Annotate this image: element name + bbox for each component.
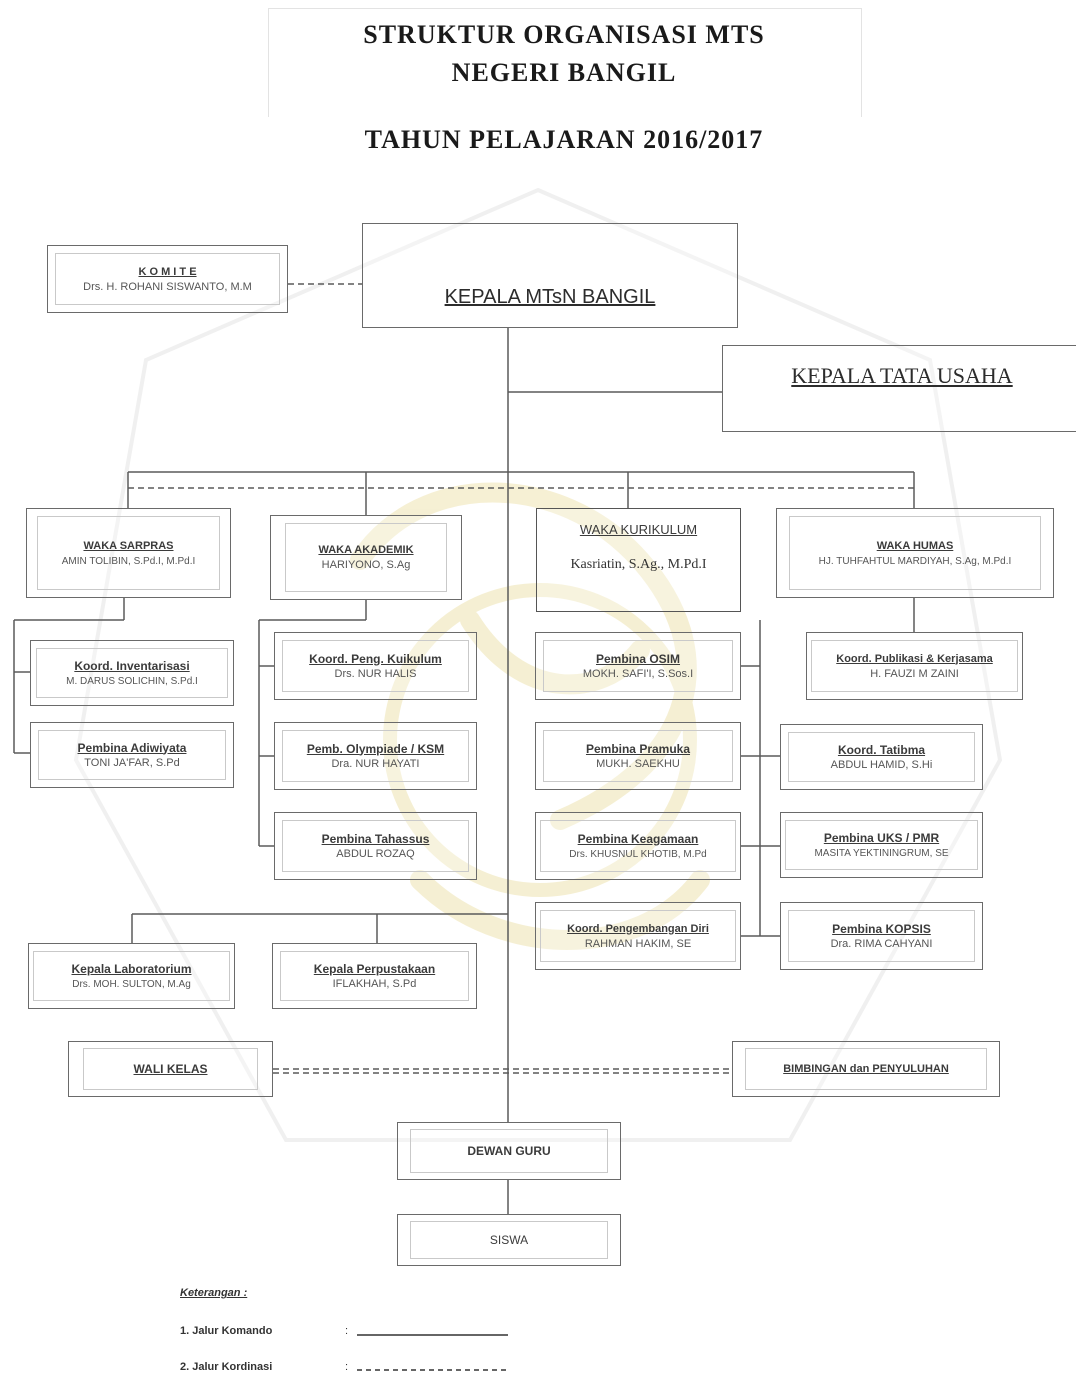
koord-pengembangan-diri-box: Koord. Pengembangan Diri RAHMAN HAKIM, S… [535, 902, 741, 970]
koord-pengembangan-diri-role: Koord. Pengembangan Diri [567, 922, 709, 935]
koord-peng-kurikulum-box: Koord. Peng. Kuikulum Drs. NUR HALIS [274, 632, 477, 700]
koord-tatibma-box: Koord. Tatibma ABDUL HAMID, S.Hi [780, 724, 983, 790]
koord-tatibma-name: ABDUL HAMID, S.Hi [830, 758, 933, 771]
waka-humas-name: HJ. TUHFAHTUL MARDIYAH, S.Ag, M.Pd.I [818, 555, 1012, 567]
koord-pengembangan-diri-name: RAHMAN HAKIM, SE [584, 937, 692, 950]
waka-akademik-name: HARIYONO, S.Ag [321, 559, 411, 571]
koord-tatibma-role: Koord. Tatibma [837, 742, 926, 757]
waka-kurikulum-role: WAKA KURIKULUM [579, 522, 698, 537]
title-line-1: STRUKTUR ORGANISASI MTS [363, 20, 765, 49]
kepala-perpustakaan-role: Kepala Perpustakaan [313, 961, 436, 976]
title-line-2: NEGERI BANGIL [451, 58, 677, 87]
pembina-adiwiyata-role: Pembina Adiwiyata [77, 740, 187, 755]
title-frame [268, 8, 862, 117]
kepala-laboratorium-name: Drs. MOH. SULTON, M.Ag [72, 978, 191, 990]
waka-humas-box: WAKA HUMAS HJ. TUHFAHTUL MARDIYAH, S.Ag,… [776, 508, 1054, 598]
wali-kelas-box: WALI KELAS [68, 1041, 273, 1097]
pembina-kopsis-box: Pembina KOPSIS Dra. RIMA CAHYANI [780, 902, 983, 970]
waka-sarpras-name: AMIN TOLIBIN, S.Pd.I, M.Pd.I [61, 555, 196, 567]
kepala-role: KEPALA MTsN BANGIL [444, 285, 656, 308]
waka-sarpras-role: WAKA SARPRAS [83, 539, 174, 552]
legend-heading: Keterangan : [180, 1287, 248, 1299]
komite-name: Drs. H. ROHANI SISWANTO, M.M [83, 280, 252, 293]
waka-sarpras-box: WAKA SARPRAS AMIN TOLIBIN, S.Pd.I, M.Pd.… [26, 508, 231, 598]
pembina-pramuka-name: MUKH. SAEKHU [596, 757, 680, 770]
koord-peng-kurikulum-role: Koord. Peng. Kuikulum [309, 651, 442, 666]
waka-humas-role: WAKA HUMAS [876, 539, 954, 552]
kepala-laboratorium-box: Kepala Laboratorium Drs. MOH. SULTON, M.… [28, 943, 235, 1009]
legend-item-komando: 1. Jalur Komando [180, 1325, 273, 1337]
koord-publikasi-box: Koord. Publikasi & Kerjasama H. FAUZI M … [806, 632, 1023, 700]
dewan-guru-box: DEWAN GURU [397, 1122, 621, 1180]
kepala-perpustakaan-box: Kepala Perpustakaan IFLAKHAH, S.Pd [272, 943, 477, 1009]
pembina-kopsis-role: Pembina KOPSIS [832, 921, 931, 936]
waka-kurikulum-name: Kasriatin, S.Ag., M.Pd.I [570, 557, 707, 572]
pembina-uks-box: Pembina UKS / PMR MASITA YEKTININGRUM, S… [780, 812, 983, 878]
pembina-adiwiyata-box: Pembina Adiwiyata TONI JA'FAR, S.Pd [30, 722, 234, 788]
pembina-osim-name: MOKH. SAFI'I, S.Sos.I [582, 667, 694, 680]
pemb-olympiade-box: Pemb. Olympiade / KSM Dra. NUR HAYATI [274, 722, 477, 790]
bimbingan-penyuluhan-role: BIMBINGAN dan PENYULUHAN [783, 1063, 949, 1075]
dewan-guru-role: DEWAN GURU [467, 1144, 551, 1158]
legend-sep-kordinasi: : [345, 1361, 349, 1373]
komite-role: K O M I T E [138, 265, 197, 278]
pembina-pramuka-role: Pembina Pramuka [585, 741, 691, 756]
pembina-keagamaan-box: Pembina Keagamaan Drs. KHUSNUL KHOTIB, M… [535, 812, 741, 880]
koord-peng-kurikulum-name: Drs. NUR HALIS [334, 667, 417, 680]
pemb-olympiade-name: Dra. NUR HAYATI [331, 757, 420, 770]
koord-inventarisasi-name: M. DARUS SOLICHIN, S.Pd.I [66, 675, 198, 687]
pembina-tahassus-name: ABDUL ROZAQ [336, 847, 415, 860]
pembina-keagamaan-name: Drs. KHUSNUL KHOTIB, M.Pd [569, 848, 707, 860]
kepala-perpustakaan-name: IFLAKHAH, S.Pd [332, 977, 417, 990]
waka-akademik-box: WAKA AKADEMIK HARIYONO, S.Ag [270, 515, 462, 600]
koord-publikasi-name: H. FAUZI M ZAINI [870, 667, 959, 680]
kepala-tu-role: KEPALA TATA USAHA [791, 363, 1013, 388]
komite-box: K O M I T E Drs. H. ROHANI SISWANTO, M.M [47, 245, 288, 313]
koord-inventarisasi-box: Koord. Inventarisasi M. DARUS SOLICHIN, … [30, 640, 234, 706]
pembina-osim-box: Pembina OSIM MOKH. SAFI'I, S.Sos.I [535, 632, 741, 700]
wali-kelas-role: WALI KELAS [133, 1062, 208, 1076]
legend-item-kordinasi: 2. Jalur Kordinasi [180, 1361, 273, 1373]
siswa-role: SISWA [489, 1233, 529, 1247]
pembina-tahassus-role: Pembina Tahassus [321, 831, 430, 846]
bimbingan-penyuluhan-box: BIMBINGAN dan PENYULUHAN [732, 1041, 1000, 1097]
pembina-pramuka-box: Pembina Pramuka MUKH. SAEKHU [535, 722, 741, 790]
pembina-kopsis-name: Dra. RIMA CAHYANI [830, 937, 933, 950]
pemb-olympiade-role: Pemb. Olympiade / KSM [306, 741, 445, 756]
kepala-tata-usaha-box: KEPALA TATA USAHA [722, 345, 1076, 432]
koord-inventarisasi-role: Koord. Inventarisasi [74, 658, 190, 673]
pembina-uks-name: MASITA YEKTININGRUM, SE [814, 847, 949, 859]
pembina-adiwiyata-name: TONI JA'FAR, S.Pd [84, 756, 180, 769]
pembina-keagamaan-role: Pembina Keagamaan [577, 831, 699, 846]
kepala-laboratorium-role: Kepala Laboratorium [71, 961, 192, 976]
pembina-uks-role: Pembina UKS / PMR [823, 830, 940, 845]
kepala-madrasah-box: KEPALA MTsN BANGIL [362, 223, 738, 328]
waka-kurikulum-box: WAKA KURIKULUM Kasriatin, S.Ag., M.Pd.I [536, 508, 741, 612]
pembina-tahassus-box: Pembina Tahassus ABDUL ROZAQ [274, 812, 477, 880]
legend-sep-komando: : [345, 1325, 349, 1337]
title-line-3: TAHUN PELAJARAN 2016/2017 [364, 125, 764, 154]
waka-akademik-role: WAKA AKADEMIK [318, 544, 414, 556]
siswa-box: SISWA [397, 1214, 621, 1266]
pembina-osim-role: Pembina OSIM [595, 651, 681, 666]
koord-publikasi-role: Koord. Publikasi & Kerjasama [836, 652, 993, 665]
